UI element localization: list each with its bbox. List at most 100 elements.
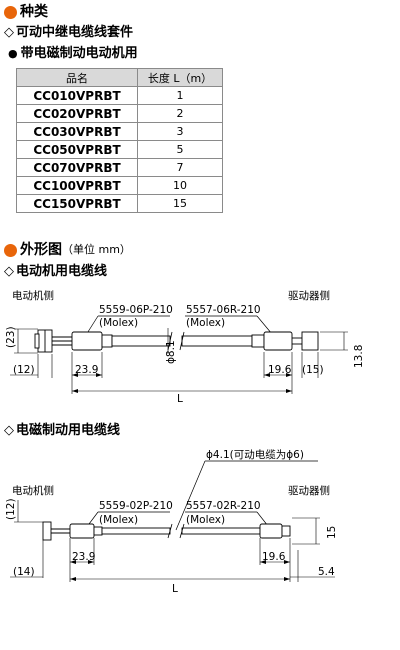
table-header-row: 品名 长度 L（m） [16, 68, 223, 87]
driver-side-connector [301, 331, 319, 351]
product-name-cell: CC010VPRBT [16, 86, 138, 105]
dim-239-text: 23.9 [72, 551, 95, 563]
right-connector-leader [256, 315, 273, 335]
brake-cable-title: 电磁制动用电缆线 [16, 423, 121, 438]
motor-side-connector-body [42, 521, 52, 541]
section-types-heading: 种类 [4, 4, 48, 20]
motor-side-connector-latch [34, 333, 40, 349]
dim-15-text: (15) [302, 364, 324, 376]
brake-cable-drawing: ϕ4.1(可动电缆为ϕ6) 电动机侧 驱动器侧 5559-02P-210 (Mo… [5, 448, 338, 595]
dim-12-text: (12) [5, 498, 17, 520]
arrow-head [70, 560, 76, 564]
cable-segment-right [181, 527, 261, 535]
right-connector-maker: (Molex) [186, 514, 225, 526]
arrow-head [284, 577, 290, 581]
length-cell: 2 [137, 104, 223, 123]
cable-diameter-note: ϕ4.1(可动电缆为ϕ6) [206, 448, 304, 461]
motor-cable-title: 电动机用电缆线 [16, 264, 108, 279]
diamond-outline-icon: ◇ [4, 264, 14, 279]
right-connector-boot [251, 334, 265, 348]
cable-kit-heading: ◇ 可动中继电缆线套件 [4, 25, 133, 41]
dim-12-text: (12) [13, 364, 35, 376]
driver-side-label: 驱动器侧 [288, 484, 330, 497]
unit-note: （单位 mm） [62, 243, 131, 256]
dim-L-text: L [177, 393, 183, 405]
arrow-head [284, 560, 290, 564]
left-connector-part: 5559-02P-210 [99, 500, 173, 512]
motor-side-label: 电动机侧 [12, 484, 54, 497]
note-leader [175, 460, 206, 531]
dim-54-text: 5.4 [318, 566, 335, 578]
length-cell: 10 [137, 176, 223, 195]
driver-side-label: 驱动器侧 [288, 289, 330, 302]
driver-side-connector [281, 525, 291, 537]
cable-break-mark [167, 331, 173, 351]
diamond-outline-icon: ◇ [4, 423, 14, 438]
dim-196-text: 19.6 [262, 551, 286, 563]
arrow-head [72, 389, 78, 393]
cable-kit-title: 可动中继电缆线套件 [16, 25, 134, 40]
length-cell: 1 [137, 86, 223, 105]
arrow-head [264, 373, 270, 377]
section-types-title: 种类 [20, 4, 48, 20]
right-connector-part: 5557-06R-210 [186, 304, 261, 316]
dim-196-text: 19.6 [268, 364, 292, 376]
motor-cable-heading: ◇ 电动机用电缆线 [4, 264, 107, 280]
right-connector-part: 5557-02R-210 [186, 500, 261, 512]
left-connector-housing [69, 523, 95, 539]
arrow-head [70, 577, 76, 581]
dim-239-text: 23.9 [75, 364, 98, 376]
cable-segment-left [101, 527, 171, 535]
arrow-head [260, 560, 266, 564]
cable-segment-left [111, 335, 171, 347]
dim-15-text: 15 [326, 526, 338, 539]
left-connector-part: 5559-06P-210 [99, 304, 173, 316]
right-connector-housing [263, 331, 293, 351]
orange-dot-icon [4, 5, 17, 19]
brake-motor-heading: ● 带电磁制动电动机用 [8, 46, 138, 62]
left-connector-boot [93, 526, 103, 536]
product-name-cell: CC100VPRBT [16, 176, 138, 195]
section-outline-heading: 外形图 （单位 mm） [4, 242, 131, 258]
length-cell: 7 [137, 158, 223, 177]
right-connector-housing [259, 523, 283, 539]
dim-phi81-text: ϕ8.1 [165, 340, 177, 364]
length-cell: 5 [137, 140, 223, 159]
length-cell: 3 [137, 122, 223, 141]
dim-14-text: (14) [13, 566, 35, 578]
product-name-cell: CC150VPRBT [16, 194, 138, 213]
section-outline-title: 外形图 [20, 242, 62, 258]
arrow-head [88, 560, 94, 564]
cable-break-mark [179, 523, 185, 539]
product-name-cell: CC050VPRBT [16, 140, 138, 159]
left-connector-maker: (Molex) [99, 317, 138, 329]
product-name-cell: CC070VPRBT [16, 158, 138, 177]
diamond-outline-icon: ◇ [4, 25, 14, 40]
brake-cable-heading: ◇ 电磁制动用电缆线 [4, 423, 120, 439]
dim-23-text: (23) [5, 326, 17, 348]
bullet-dot-icon: ● [8, 47, 18, 60]
left-connector-housing [71, 331, 103, 351]
cable-break-mark [179, 331, 185, 351]
length-cell: 15 [137, 194, 223, 213]
header-length: 长度 L（m） [137, 68, 223, 87]
left-connector-maker: (Molex) [99, 514, 138, 526]
motor-cable-drawing: 电动机侧 驱动器侧 5559-06P-210 (Molex) 5557-06R-… [5, 289, 365, 405]
motor-side-label: 电动机侧 [12, 289, 54, 302]
left-connector-boot [101, 334, 113, 348]
product-name-cell: CC020VPRBT [16, 104, 138, 123]
cable-segment-right [181, 335, 253, 347]
arrow-head [286, 373, 292, 377]
orange-dot-icon [4, 243, 17, 257]
cable-break-mark [167, 523, 173, 539]
dim-138-text: 13.8 [353, 345, 365, 368]
arrow-head [286, 389, 292, 393]
